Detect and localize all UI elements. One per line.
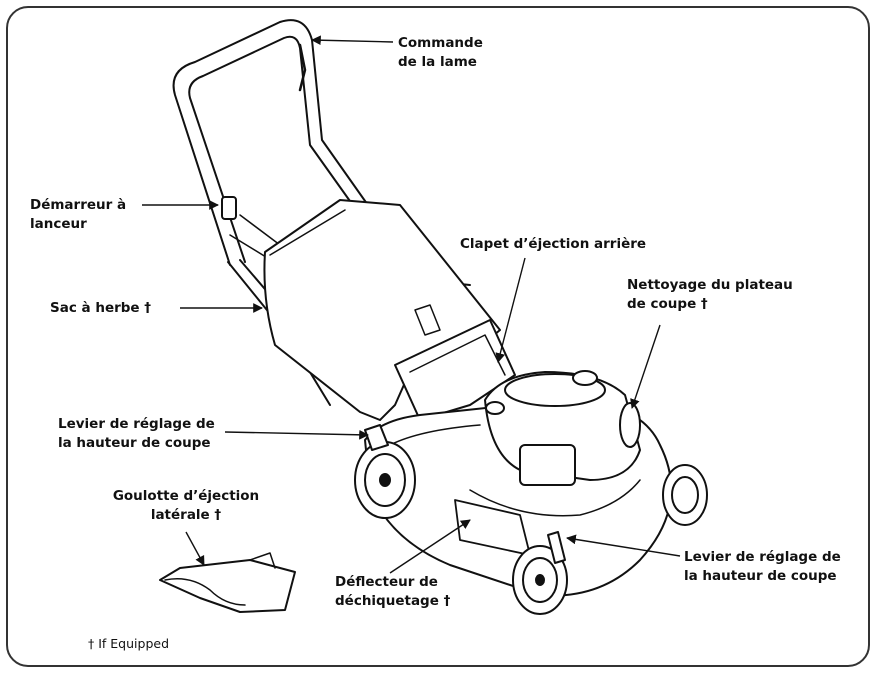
label-side-discharge-chute: Goulotte d’éjection latérale †	[96, 487, 276, 525]
label-recoil-starter: Démarreur à lanceur	[30, 196, 126, 234]
label-line: Levier de réglage de	[684, 549, 841, 565]
label-line: lanceur	[30, 216, 87, 232]
label-line: latérale †	[150, 507, 222, 523]
air-filter	[519, 444, 576, 486]
footnote: † If Equipped	[88, 636, 170, 651]
label-line: Sac à herbe †	[50, 300, 152, 316]
label-blade-control: Commande de la lame	[398, 34, 483, 72]
label-mulch-deflector: Déflecteur de déchiquetage †	[335, 573, 450, 611]
label-line: de la lame	[398, 54, 477, 70]
label-height-lever-front: Levier de réglage de la hauteur de coupe	[684, 548, 841, 586]
starter-handle	[221, 196, 237, 220]
front-right-wheel	[662, 464, 708, 526]
label-line: Goulotte d’éjection	[112, 488, 260, 504]
front-left-wheel	[512, 545, 568, 615]
label-line: Clapet d’éjection arrière	[460, 236, 647, 252]
deck-wash-port	[619, 402, 641, 448]
front-height-lever	[547, 531, 566, 564]
label-line: Commande	[398, 35, 483, 51]
label-line: déchiquetage †	[335, 593, 451, 609]
label-line: Déflecteur de	[335, 574, 438, 590]
rear-left-wheel	[354, 441, 416, 519]
label-line: la hauteur de coupe	[58, 435, 211, 451]
rear-height-lever	[364, 424, 389, 451]
side-discharge-chute	[159, 559, 296, 613]
label-deck-wash: Nettoyage du plateau de coupe †	[627, 276, 793, 314]
label-height-lever-rear: Levier de réglage de la hauteur de coupe	[58, 415, 215, 453]
label-grass-bag: Sac à herbe †	[50, 299, 151, 318]
label-line: la hauteur de coupe	[684, 568, 837, 584]
label-line: Nettoyage du plateau	[627, 277, 793, 293]
label-line: de coupe †	[627, 296, 708, 312]
label-line: Levier de réglage de	[58, 416, 215, 432]
label-line: Démarreur à	[30, 197, 127, 213]
diagram-frame	[6, 6, 870, 667]
label-rear-discharge-door: Clapet d’éjection arrière	[460, 235, 646, 254]
